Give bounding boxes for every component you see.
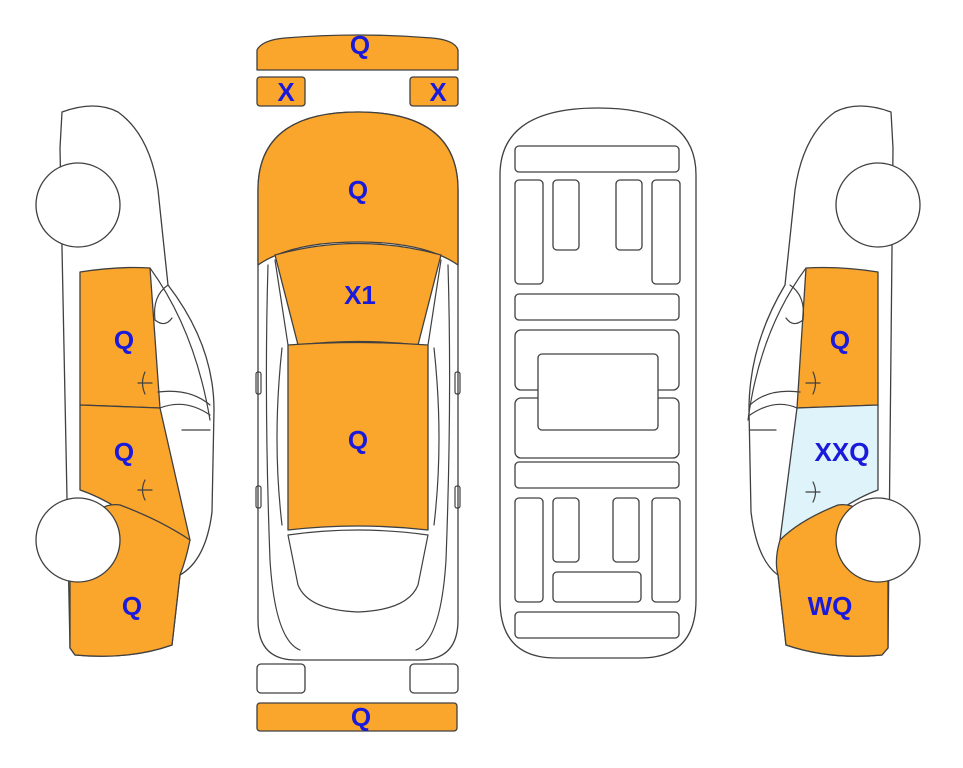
right-front-door-label: Q [830,325,850,355]
left-rear-quarter-label: Q [122,591,142,621]
right-rear-quarter-label: WQ [808,591,853,621]
left-front-wheel [35,162,121,248]
underbody-view [499,107,697,659]
front-bumper-label: Q [350,30,370,60]
left-rear-wheel [35,497,121,583]
rear-bumper-panel[interactable] [256,702,458,732]
hood-panel[interactable] [257,111,459,266]
headlight-left-panel[interactable] [256,76,306,107]
taillight-right [409,663,459,694]
trunk-panel[interactable] [287,341,429,531]
headlight-right-label: X [429,77,447,107]
right-front-wheel [835,162,921,248]
top-view: Q X X Q X1 Q Q [255,30,461,732]
rear-bumper-label: Q [351,702,371,732]
left-front-door-label: Q [114,325,134,355]
right-front-door-panel[interactable] [796,266,879,409]
trunk-label: Q [348,425,368,455]
headlight-left-label: X [277,77,295,107]
left-side-view: Q Q Q [35,105,215,657]
left-front-door-panel[interactable] [79,266,161,409]
right-rear-wheel [835,497,921,583]
taillight-left [256,663,306,694]
front-bumper-panel[interactable] [256,34,459,71]
headlight-right-panel[interactable] [409,76,459,107]
roof-label: X1 [344,280,376,310]
right-rear-door-label: XXQ [815,437,870,467]
hood-label: Q [348,175,368,205]
roof-panel[interactable] [274,242,442,346]
left-rear-door-label: Q [114,437,134,467]
right-side-view: Q XXQ WQ [747,105,921,657]
